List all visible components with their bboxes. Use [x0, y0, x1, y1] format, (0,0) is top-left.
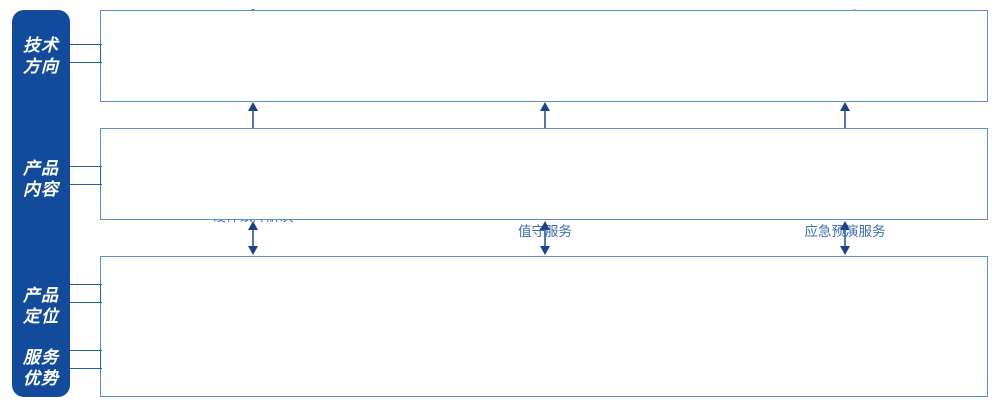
- positioning-advantage-box: [100, 256, 988, 397]
- rail-item-service-advantage[interactable]: 服务 优势: [12, 347, 70, 389]
- rail-label-line2: 方向: [23, 57, 59, 76]
- connector-tech: [68, 10, 102, 102]
- rail-label-line1: 产品: [23, 159, 59, 178]
- arrow-bidirectional-icon: [838, 221, 852, 255]
- connector-content: [68, 128, 102, 220]
- rail-label-line2: 定位: [23, 307, 59, 326]
- rail-item-product-content[interactable]: 产品 内容: [12, 158, 70, 200]
- arrow-up-icon: [246, 102, 260, 128]
- arrow-bidirectional-icon: [246, 221, 260, 255]
- rail-label-line1: 产品: [23, 286, 59, 305]
- rail-label-line2: 优势: [23, 369, 59, 388]
- connector-positioning: [68, 256, 102, 326]
- arrow-up-icon: [538, 102, 552, 128]
- connector-advantage: [68, 340, 102, 390]
- rail-item-product-positioning[interactable]: 产品 定位: [12, 285, 70, 327]
- arrow-up-icon: [838, 102, 852, 128]
- product-content-box: [100, 128, 988, 220]
- rail-label-line2: 内容: [23, 180, 59, 199]
- rail-item-tech-direction[interactable]: 技术 方向: [12, 35, 70, 77]
- rail-label-line1: 服务: [23, 348, 59, 367]
- rail-label-line1: 技术: [23, 36, 59, 55]
- arrow-bidirectional-icon: [538, 221, 552, 255]
- tech-direction-box: [100, 10, 988, 102]
- category-rail: 技术 方向 产品 内容 产品 定位 服务 优势: [12, 10, 70, 397]
